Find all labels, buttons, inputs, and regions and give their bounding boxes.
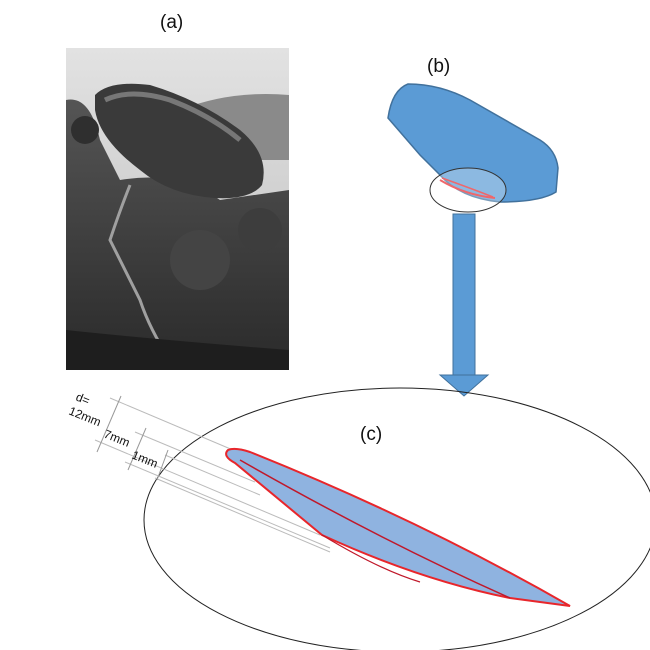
contact-zone-large — [225, 447, 571, 607]
contact-midline — [239, 459, 511, 599]
dimension-labels: d= 12mm 7mm 1mm — [67, 390, 160, 471]
contact-line-small — [441, 177, 494, 198]
dimension-12mm: 12mm — [67, 404, 103, 429]
contact-zone-small — [439, 179, 496, 199]
label-c: (c) — [360, 424, 382, 445]
down-arrow — [438, 213, 490, 397]
zoom-ellipse-small — [429, 167, 507, 213]
dimension-lines — [94, 395, 331, 553]
label-b: (b) — [427, 56, 450, 77]
dimension-1mm: 1mm — [130, 448, 160, 471]
contact-inner-line — [321, 534, 421, 583]
rock-shape — [387, 83, 559, 203]
rock-photo — [66, 48, 289, 370]
zoom-ellipse-large — [143, 387, 650, 650]
d-label: d= — [74, 390, 92, 408]
label-a: (a) — [160, 12, 183, 33]
dimension-7mm: 7mm — [102, 427, 132, 450]
